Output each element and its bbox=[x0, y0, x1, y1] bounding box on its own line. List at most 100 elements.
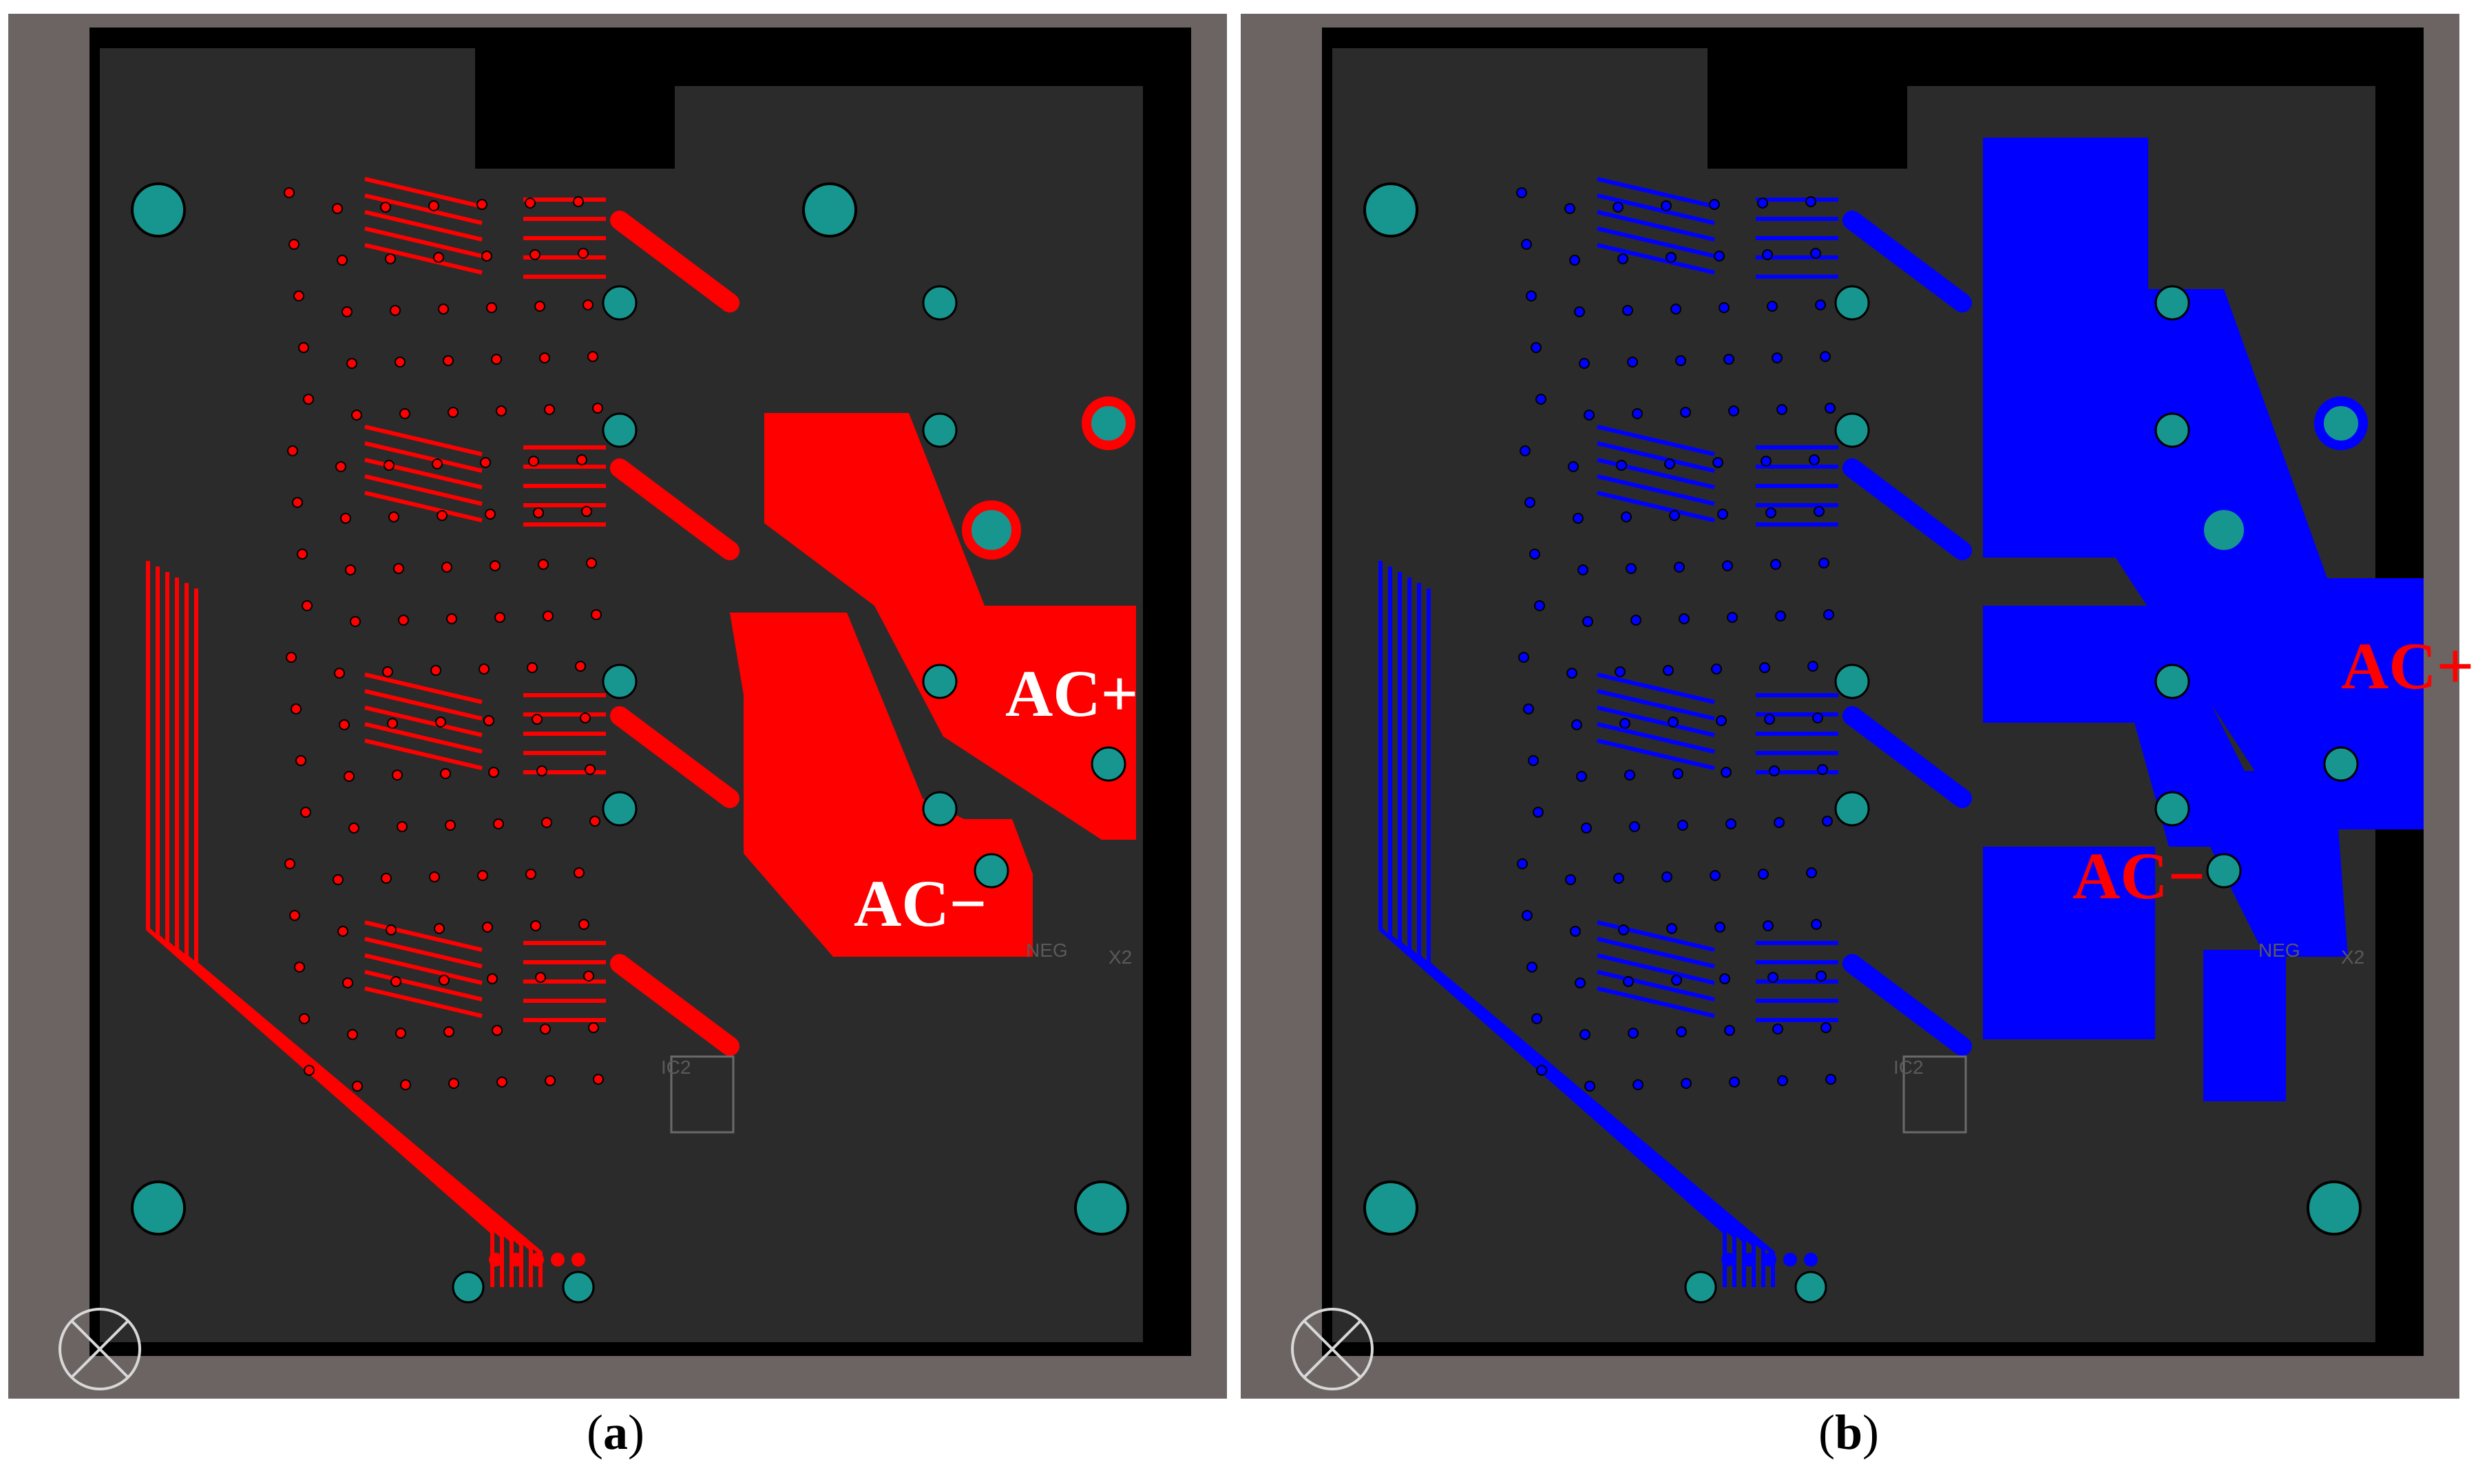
signal-trace bbox=[364, 970, 483, 1001]
signal-trace bbox=[1597, 193, 1715, 225]
signal-trace bbox=[1597, 425, 1715, 456]
via bbox=[1517, 858, 1528, 869]
header-pin bbox=[551, 1253, 565, 1266]
via bbox=[592, 403, 603, 414]
via bbox=[1817, 764, 1828, 775]
signal-trace bbox=[364, 425, 483, 456]
via bbox=[284, 187, 295, 198]
copper-island bbox=[2203, 950, 2286, 1101]
via bbox=[582, 299, 594, 310]
via bbox=[479, 664, 490, 675]
mounting-pad bbox=[2194, 500, 2254, 560]
via bbox=[1758, 869, 1769, 880]
via bbox=[1518, 652, 1529, 663]
ac-minus-copper-pour bbox=[1983, 606, 2348, 957]
header-pin bbox=[571, 1253, 585, 1266]
via bbox=[487, 973, 498, 984]
via bbox=[443, 355, 454, 366]
via bbox=[1568, 461, 1579, 472]
ac-minus-label: AC− bbox=[2072, 839, 2205, 913]
via bbox=[289, 910, 300, 921]
via bbox=[1619, 718, 1630, 729]
via bbox=[297, 549, 308, 560]
via bbox=[481, 251, 492, 262]
via bbox=[387, 718, 398, 729]
via bbox=[1535, 394, 1546, 405]
ic-package bbox=[670, 1055, 735, 1134]
via bbox=[1757, 198, 1768, 209]
via bbox=[388, 511, 399, 522]
power-trace bbox=[1842, 458, 1972, 560]
via bbox=[1815, 299, 1826, 310]
via bbox=[540, 1024, 551, 1035]
via bbox=[1579, 1029, 1590, 1040]
via bbox=[1670, 304, 1681, 315]
connector-label: X2 bbox=[2341, 946, 2364, 968]
signal-trace bbox=[364, 689, 483, 721]
via bbox=[335, 461, 346, 472]
power-trace bbox=[610, 954, 739, 1056]
mounting-hole bbox=[131, 182, 186, 237]
signal-trace bbox=[364, 722, 483, 754]
via bbox=[1661, 200, 1672, 211]
signal-trace bbox=[1597, 441, 1715, 473]
component-pad bbox=[452, 1271, 485, 1304]
via bbox=[435, 717, 446, 728]
component-pad bbox=[562, 1271, 595, 1304]
power-trace bbox=[610, 211, 739, 312]
ac-minus-label: AC− bbox=[854, 867, 987, 940]
caption-b: (b) bbox=[1818, 1405, 1879, 1460]
signal-trace bbox=[364, 441, 483, 473]
signal-trace bbox=[364, 226, 483, 258]
power-trace bbox=[610, 458, 739, 560]
copper-island bbox=[1983, 847, 2155, 1039]
via bbox=[337, 255, 348, 266]
power-trace bbox=[1842, 211, 1972, 312]
via bbox=[433, 252, 444, 263]
via bbox=[294, 962, 305, 973]
component-pad bbox=[922, 285, 958, 321]
via bbox=[395, 357, 406, 368]
via bbox=[397, 821, 408, 832]
via bbox=[1668, 717, 1679, 728]
via bbox=[332, 203, 343, 214]
via bbox=[1676, 1026, 1687, 1037]
via bbox=[541, 817, 552, 828]
via bbox=[493, 818, 504, 829]
neg-label: NEG bbox=[1026, 940, 1068, 961]
via bbox=[1714, 251, 1725, 262]
via bbox=[587, 351, 598, 362]
via bbox=[1617, 253, 1628, 264]
via bbox=[1776, 404, 1787, 415]
via bbox=[583, 971, 594, 982]
via bbox=[448, 1078, 459, 1089]
via bbox=[1526, 962, 1537, 973]
via bbox=[1621, 511, 1632, 522]
via bbox=[1613, 873, 1624, 884]
via bbox=[1729, 1077, 1740, 1088]
via bbox=[1811, 919, 1822, 930]
via bbox=[586, 558, 597, 569]
header-pin bbox=[1721, 1253, 1735, 1266]
signal-trace bbox=[364, 953, 483, 985]
component-pad bbox=[2154, 791, 2190, 827]
via bbox=[429, 871, 440, 882]
via bbox=[344, 771, 355, 782]
via bbox=[386, 924, 397, 935]
via bbox=[381, 873, 392, 884]
via bbox=[1777, 1075, 1788, 1086]
via bbox=[384, 460, 395, 471]
via bbox=[1533, 807, 1544, 818]
signal-trace bbox=[1427, 589, 1775, 1287]
via bbox=[1523, 703, 1534, 714]
via bbox=[303, 394, 314, 405]
via bbox=[300, 807, 311, 818]
via bbox=[1520, 445, 1531, 456]
via bbox=[538, 559, 549, 570]
via bbox=[1566, 668, 1577, 679]
via bbox=[346, 358, 357, 369]
via bbox=[588, 1022, 599, 1033]
power-trace bbox=[1842, 706, 1972, 808]
via bbox=[302, 600, 313, 611]
ic-package bbox=[1902, 1055, 1967, 1134]
